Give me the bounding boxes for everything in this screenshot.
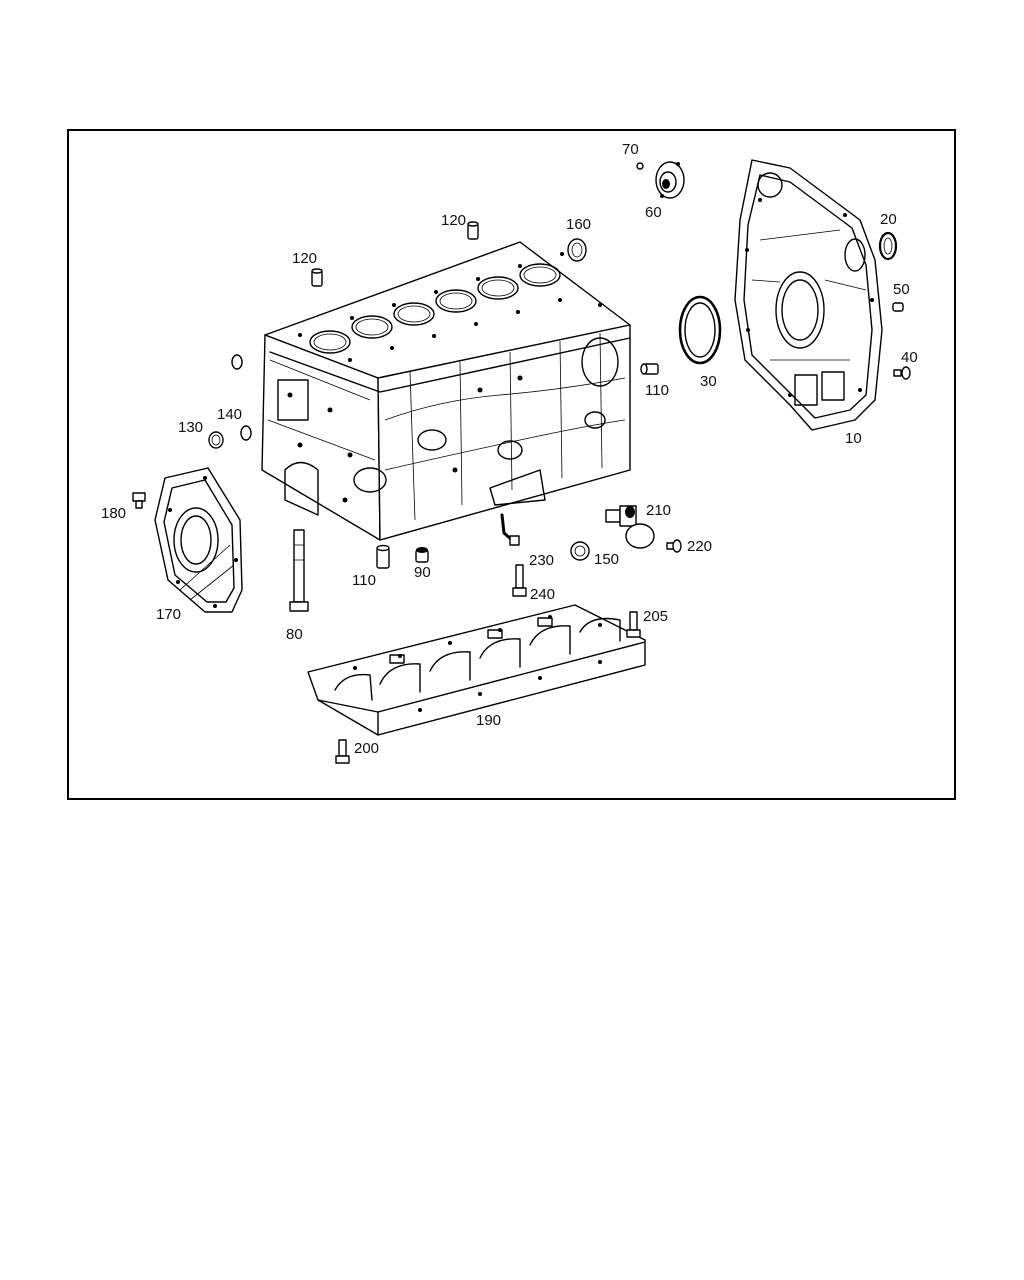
diagram-frame <box>67 129 956 800</box>
callout-40: 40 <box>901 349 918 366</box>
callout-240: 240 <box>530 586 556 603</box>
callout-110-lower: 110 <box>352 572 376 589</box>
callout-205: 205 <box>643 608 669 625</box>
callout-80: 80 <box>286 626 303 643</box>
callout-180: 180 <box>101 505 127 522</box>
callout-160: 160 <box>566 216 592 233</box>
pipe-230 <box>500 513 520 546</box>
bushing-150 <box>570 541 590 561</box>
callout-170: 170 <box>156 606 182 623</box>
timing-case-10 <box>734 159 883 431</box>
valve-210 <box>605 505 655 549</box>
bolt-240 <box>512 564 527 597</box>
callout-20: 20 <box>880 211 897 228</box>
callout-120-top: 120 <box>441 212 467 229</box>
engine-block <box>261 241 631 541</box>
crankshaft-seal-30 <box>678 295 722 365</box>
bolt-40 <box>893 366 911 380</box>
screw-70 <box>636 162 644 170</box>
dowel-120 <box>311 221 479 287</box>
callout-200: 200 <box>354 740 380 757</box>
callout-220: 220 <box>687 538 713 555</box>
bolt-80 <box>289 529 309 612</box>
callout-190: 190 <box>476 712 502 729</box>
plug-130 <box>208 431 224 449</box>
plug-90 <box>415 547 429 563</box>
callout-30: 30 <box>700 373 717 390</box>
callout-130: 130 <box>178 419 204 436</box>
sleeve-110-upper <box>640 363 659 375</box>
rear-cover-170 <box>154 467 243 613</box>
callout-120-left: 120 <box>292 250 318 267</box>
callout-150: 150 <box>594 551 620 568</box>
callout-140: 140 <box>217 406 243 423</box>
bedplate-190 <box>307 604 646 736</box>
callout-230: 230 <box>529 552 555 569</box>
callout-90: 90 <box>414 564 431 581</box>
seal-20 <box>878 231 898 261</box>
bolt-205 <box>626 611 641 638</box>
sleeve-160 <box>567 238 587 262</box>
bolt-200 <box>335 739 350 764</box>
callout-70: 70 <box>622 141 639 158</box>
housing-60 <box>655 161 685 199</box>
callout-210: 210 <box>646 502 672 519</box>
bolt-220 <box>666 539 682 553</box>
bolt-180 <box>132 492 146 509</box>
callout-60: 60 <box>645 204 662 221</box>
seal-ring-140 <box>231 354 252 441</box>
callout-50: 50 <box>893 281 910 298</box>
sleeve-110-lower <box>376 544 390 569</box>
callout-10: 10 <box>845 430 862 447</box>
callout-110-upper: 110 <box>645 382 669 399</box>
sleeve-50 <box>892 302 904 312</box>
